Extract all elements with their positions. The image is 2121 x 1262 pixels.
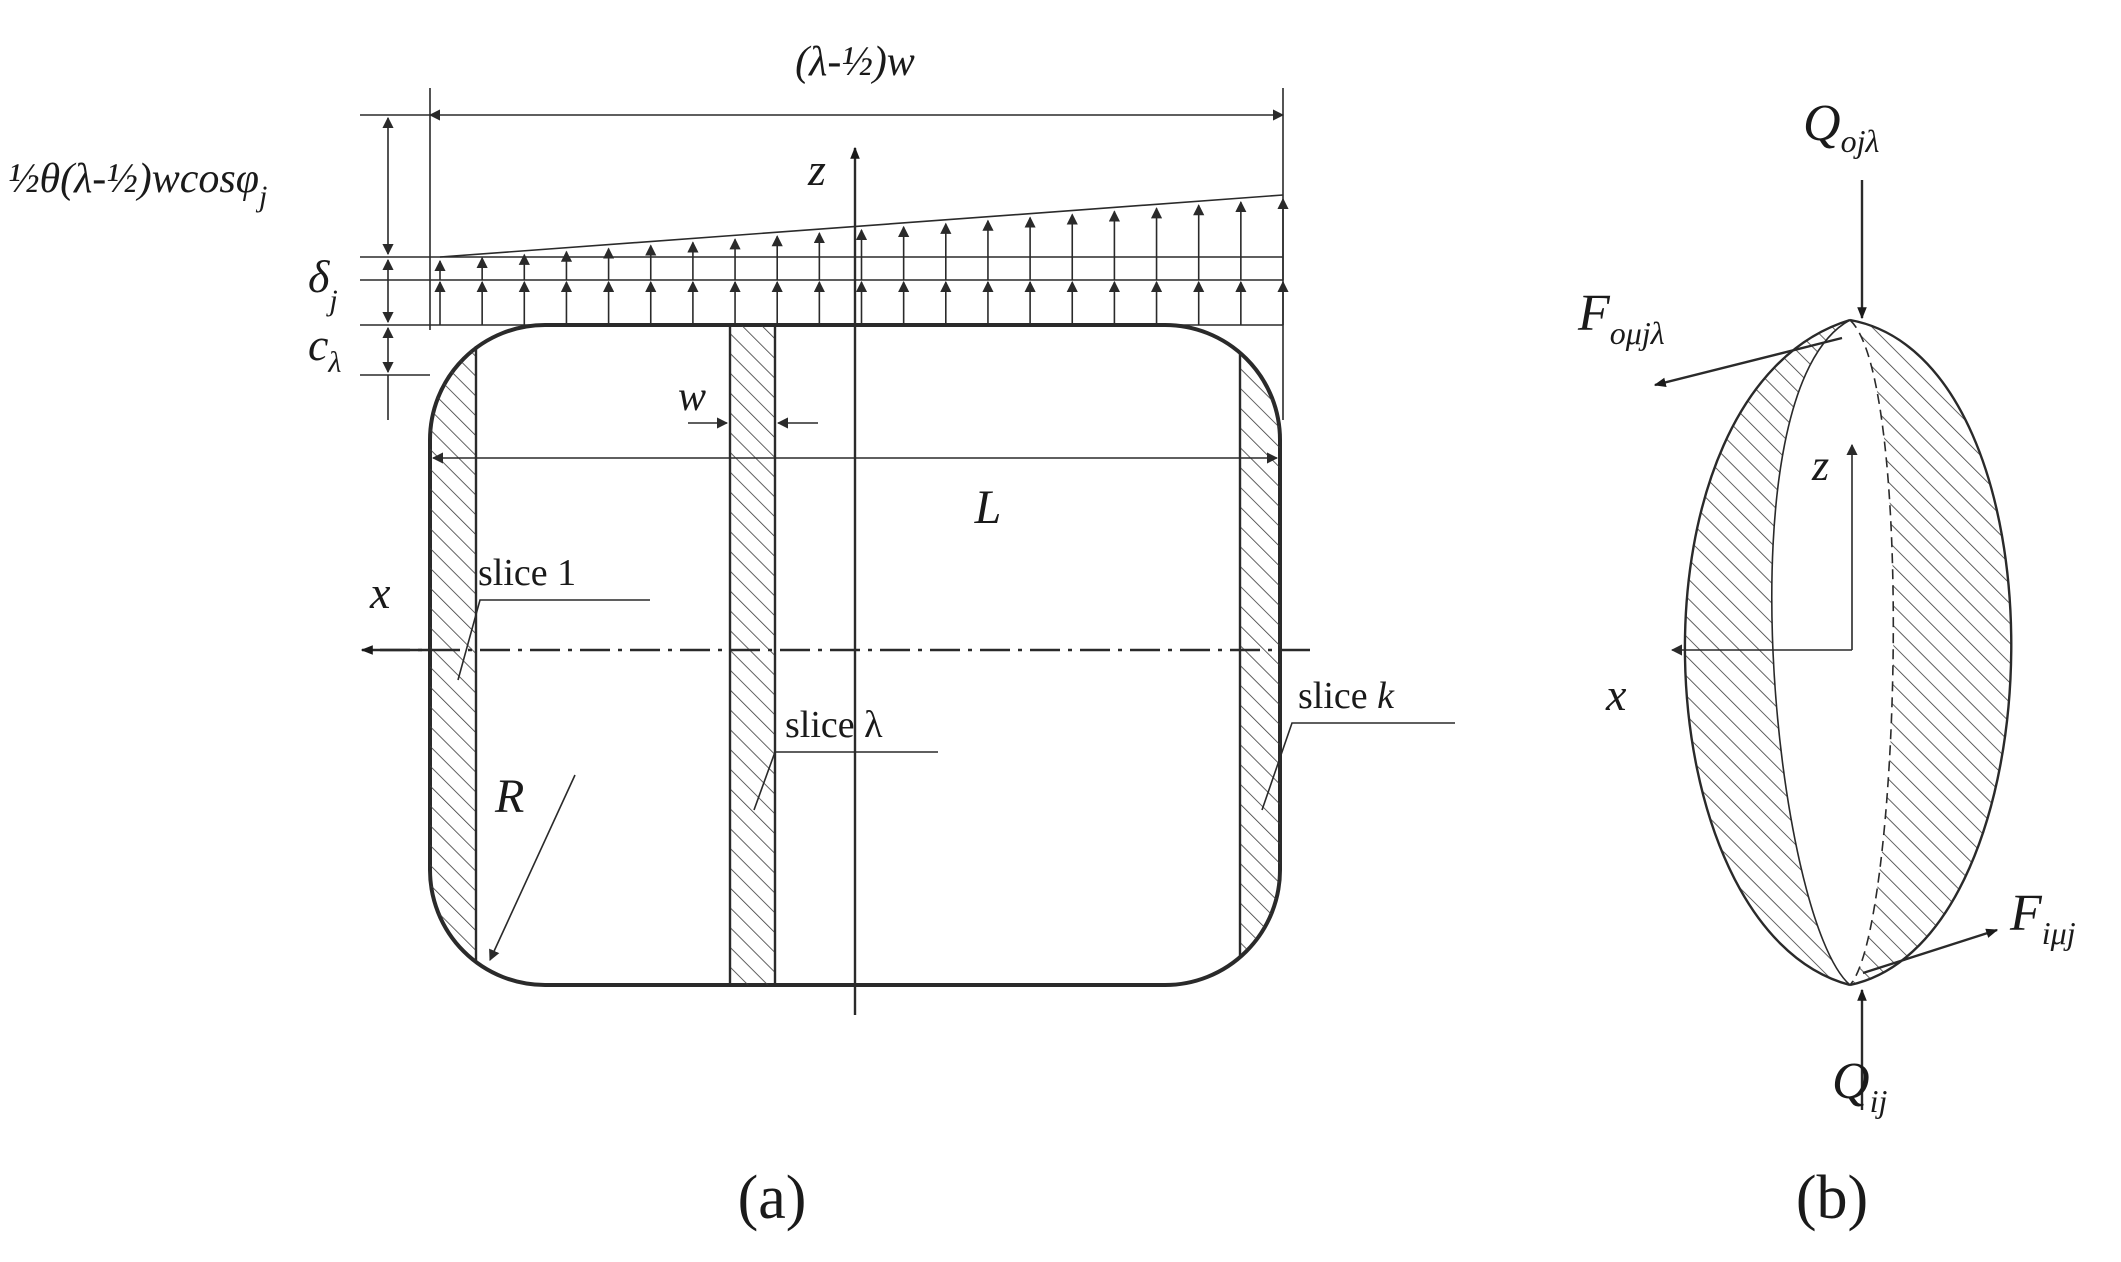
q-top-label: Qojλ (1803, 95, 1879, 159)
slice-lambda-leader (753, 751, 938, 811)
load-incline-line (439, 194, 1284, 258)
z-axis-label-b: z (1811, 441, 1829, 490)
slice-k-leader (1261, 722, 1455, 811)
w-label: w (678, 374, 706, 420)
L-label: L (974, 481, 1002, 534)
caption-a: (a) (738, 1164, 807, 1232)
top-dimension-label: (λ-½)w (795, 39, 915, 85)
R-label: R (494, 770, 524, 823)
q-bottom-label: Qij (1832, 1053, 1887, 1119)
disc-outer-right-edge (1849, 318, 2013, 987)
x-axis-label-a: x (369, 567, 391, 618)
slice-1-label: slice 1 (478, 552, 576, 594)
slice-disc-front (1684, 320, 1850, 985)
disc-inner-left-edge (1771, 319, 1851, 986)
slice-k-hatch (1240, 354, 1280, 956)
c-label: cλ (308, 319, 341, 379)
slice-lambda-label: slice λ (785, 704, 883, 746)
disc-inner-right-edge (1849, 319, 1895, 986)
delta-label: δj (308, 251, 338, 317)
disc-outer-left-edge (1683, 318, 1851, 987)
slice-1-hatch (429, 346, 476, 962)
slice-disc-back (1850, 320, 2012, 985)
load-arrows (434, 197, 1289, 325)
f-top-label: Foμjλ (1577, 285, 1665, 351)
z-axis-label-a: z (807, 144, 826, 195)
slice-1-leader (457, 599, 650, 681)
caption-b: (b) (1796, 1164, 1868, 1232)
slice-k-label: slice k (1298, 675, 1395, 717)
R-leader (489, 774, 576, 962)
slice-lambda-hatch (730, 325, 775, 985)
x-axis-label-b: x (1605, 669, 1627, 720)
f-bottom-label: Fiμj (2009, 885, 2076, 951)
theta-dim-label: ½θ(λ-½)wcosφj (8, 156, 267, 213)
f-top-arrow (1653, 336, 1843, 388)
panel-b: Qojλ Foμjλ z x Fiμj Qij (b) (1577, 95, 2076, 1232)
f-bottom-arrow (1862, 928, 1999, 975)
panel-a: (λ-½)w z x L w R slic (8, 39, 1455, 1232)
